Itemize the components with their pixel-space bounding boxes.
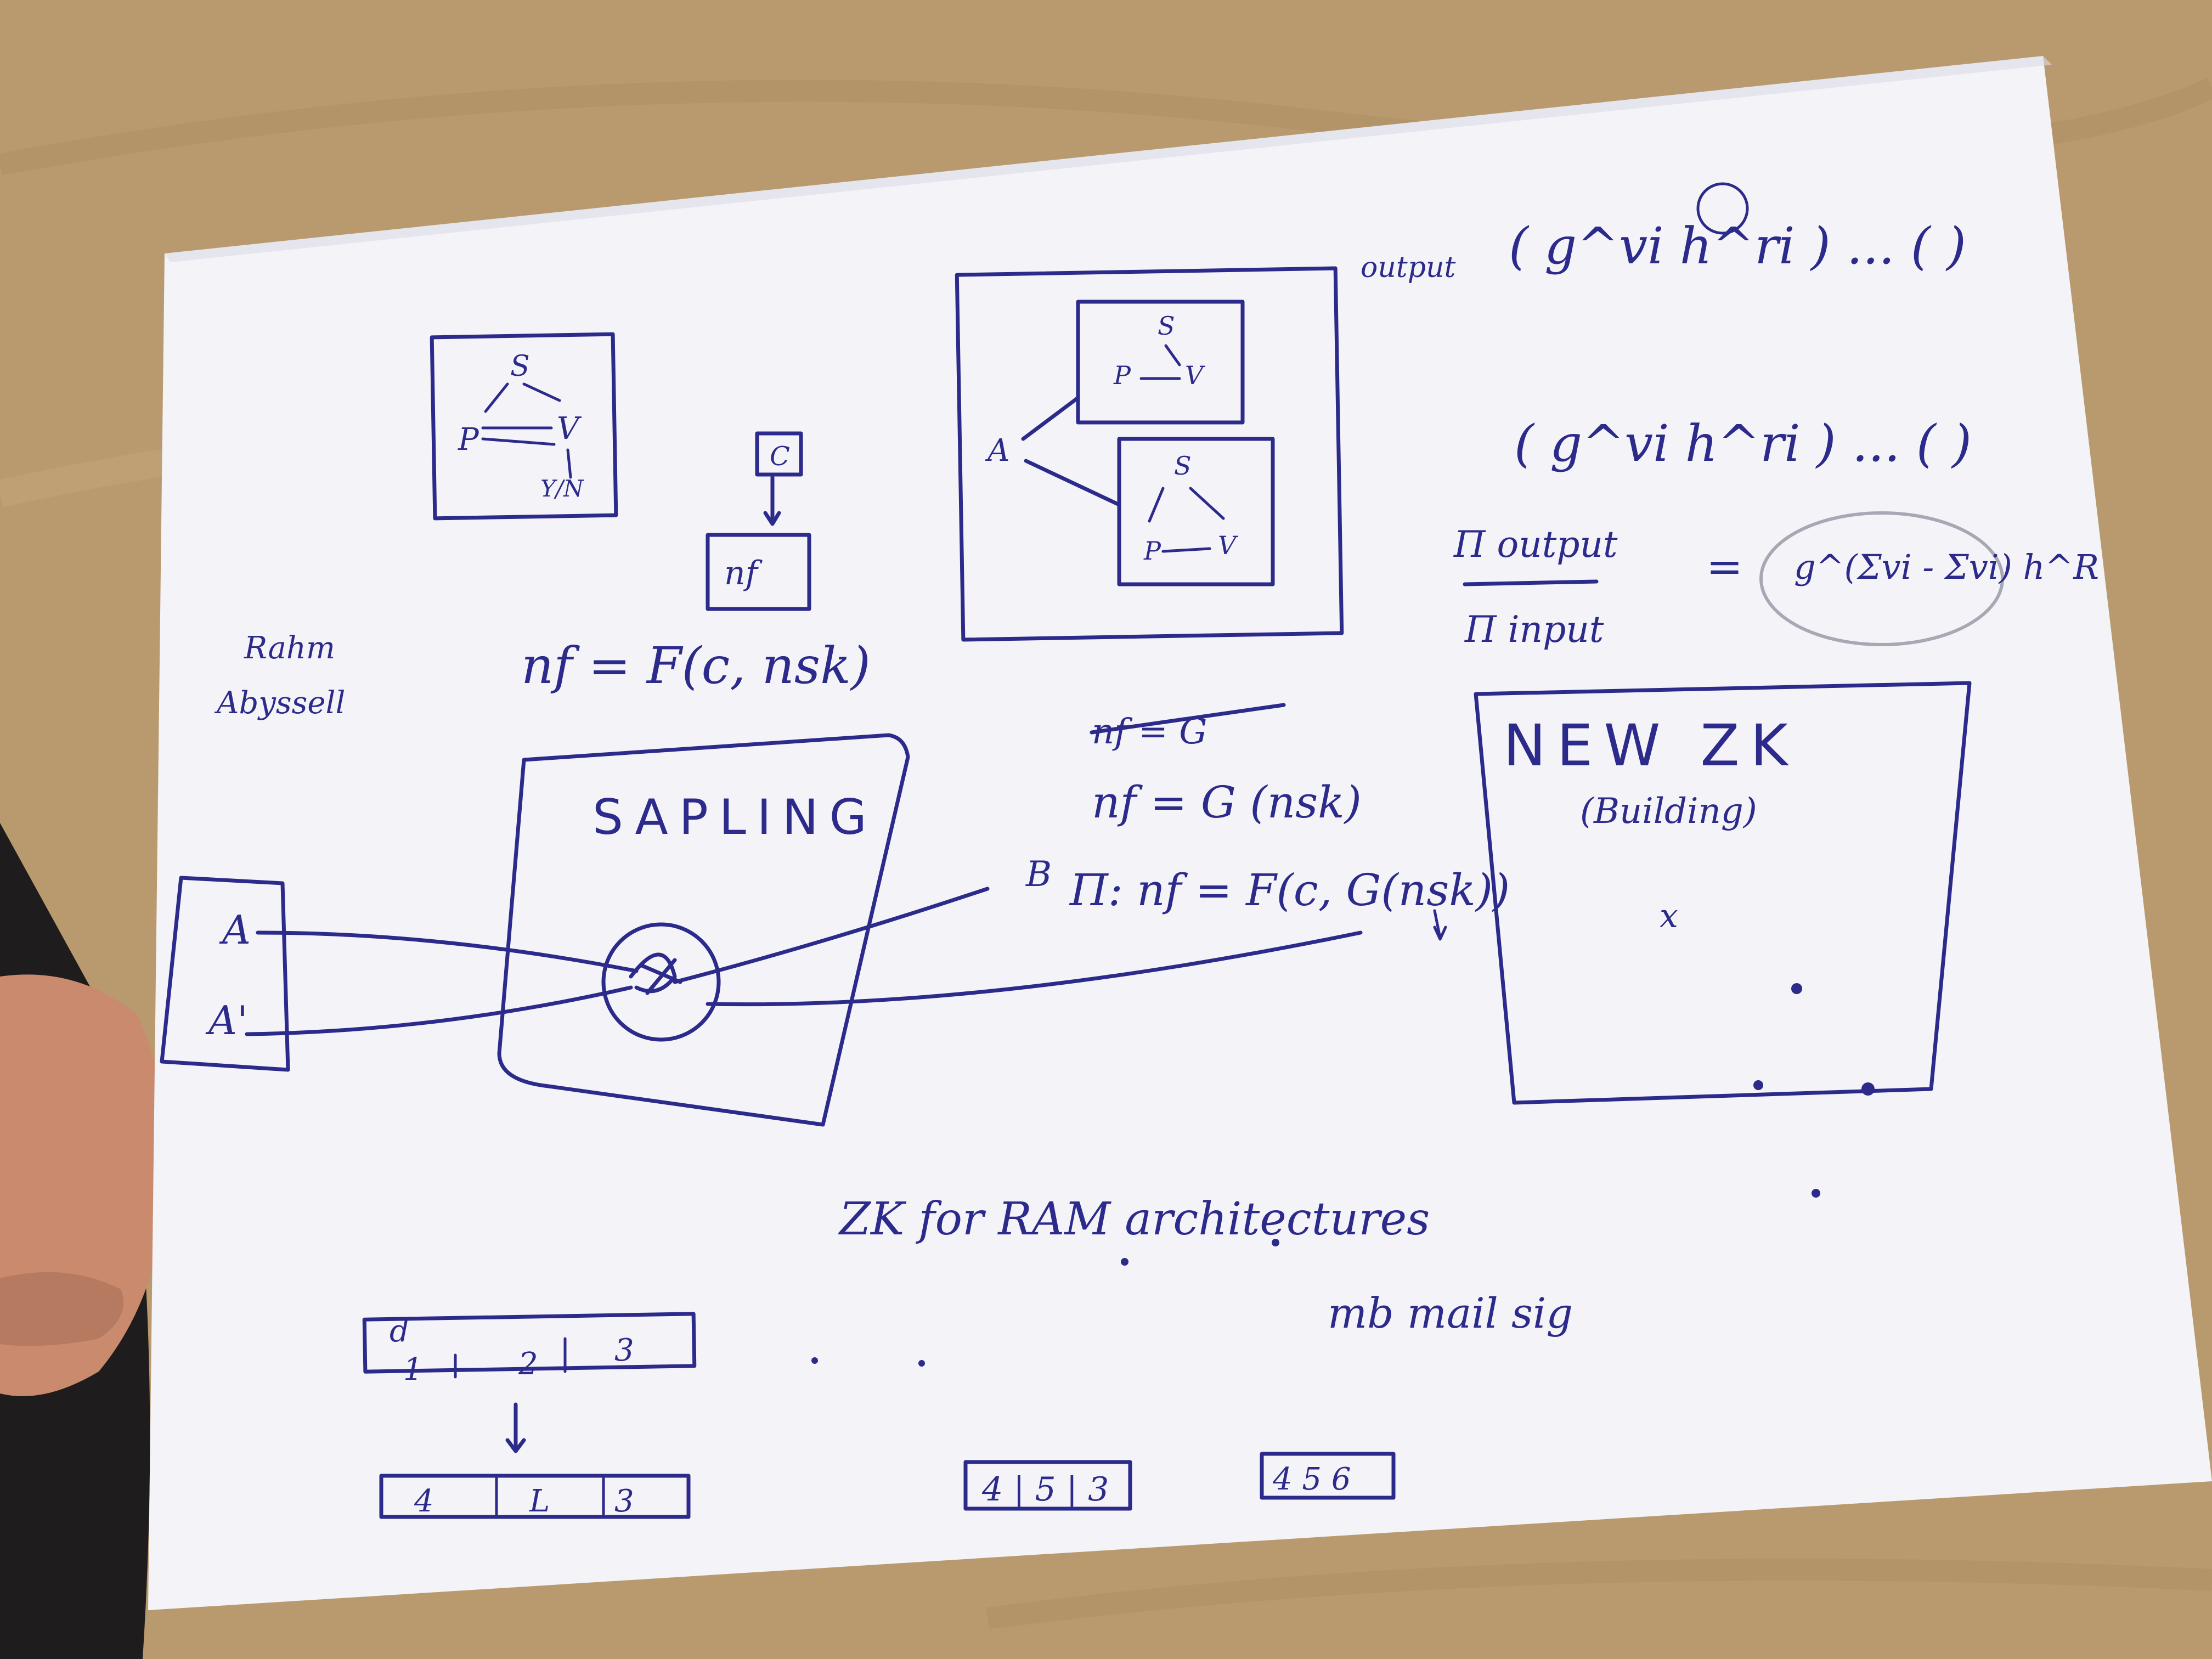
side-note-line-1: Rahm xyxy=(244,630,335,666)
formula-main: nf = F(c, nsk) xyxy=(521,636,871,695)
spv-diagram: S P V Y/N xyxy=(430,332,618,521)
nested-a: A xyxy=(985,433,1009,469)
small-box-group: 4 | 5 | 3 4 5 6 xyxy=(963,1452,1396,1511)
array-bottom-cell-2: L xyxy=(529,1483,550,1519)
output-label: output xyxy=(1361,251,1455,284)
spv-v: V xyxy=(557,411,582,447)
nested-p1: P xyxy=(1113,360,1131,390)
left-a: A xyxy=(219,907,251,953)
array-bottom-cell-1: 4 xyxy=(414,1483,434,1519)
new-zk-diagram: NEW ZK (Building) x xyxy=(1474,681,1972,1105)
spv-p: P xyxy=(458,422,479,458)
table-grain xyxy=(986,1559,2212,1629)
side-note-line-2: Abyssell xyxy=(214,685,345,721)
expr-exponent: g^(Σvi - Σvi) h^R xyxy=(1794,547,2099,587)
left-a-prime: A' xyxy=(205,997,248,1043)
pencil-ellipse xyxy=(1759,511,2004,646)
array-top-cell-2: 2 xyxy=(518,1346,538,1382)
small-box-1: 4 | 5 | 3 xyxy=(981,1470,1109,1509)
small-box-2: 4 5 6 xyxy=(1272,1462,1351,1497)
ink-dot xyxy=(1121,1258,1128,1266)
c-label: C xyxy=(770,441,790,472)
formula-pi: Π: nf = F(c, G(nsk)) xyxy=(1069,865,1510,916)
spv-yn: Y/N xyxy=(540,475,584,502)
x-mark: x xyxy=(1660,897,1678,935)
array-top-cell-3: 3 xyxy=(614,1333,634,1368)
nested-proof-diagram: S P V S P V A xyxy=(955,266,1344,642)
circled-ri xyxy=(1696,182,1749,235)
nested-p2: P xyxy=(1143,536,1161,566)
ink-dot xyxy=(1272,1239,1279,1246)
mb-mail-note: mb mail sig xyxy=(1328,1289,1573,1338)
nested-s1: S xyxy=(1158,311,1175,341)
ink-dot xyxy=(1812,1189,1820,1198)
array-diagram: d 1 2 3 4 L 3 xyxy=(362,1312,697,1519)
ink-dot xyxy=(811,1357,818,1364)
zk-ram-note: ZK for RAM architectures xyxy=(838,1193,1430,1245)
building-label: (Building) xyxy=(1580,791,1757,832)
array-bottom-cell-3: 3 xyxy=(614,1483,634,1519)
paper-sheet xyxy=(148,56,2212,1610)
pi-output: Π output xyxy=(1453,523,1618,566)
strike-through xyxy=(1090,703,1286,735)
sapling-diagram: SAPLING B xyxy=(497,733,1363,1127)
ink-dot xyxy=(1753,1080,1763,1090)
label-b: B xyxy=(1025,854,1052,895)
ink-dot xyxy=(1791,983,1802,994)
sapling-label: SAPLING xyxy=(592,789,878,845)
expr-mid: ( g^vi h^ri ) ... ( ) xyxy=(1514,414,1972,473)
input-notes-diagram: A A' xyxy=(160,876,639,1072)
c-to-nf-diagram: C nf xyxy=(706,431,811,611)
formula-g: nf = G (nsk) xyxy=(1092,777,1362,828)
paper-shadow xyxy=(165,56,2052,262)
pi-input: Π input xyxy=(1464,608,1604,651)
nested-v1: V xyxy=(1185,360,1206,390)
spv-s: S xyxy=(510,350,530,383)
ink-dot xyxy=(1861,1082,1875,1096)
small-arrow xyxy=(1433,909,1447,941)
ink-dot xyxy=(918,1360,925,1367)
nf-box-label: nf xyxy=(724,554,763,592)
expr-top: ( g^vi h^ri ) ... ( ) xyxy=(1509,217,1966,275)
nested-v2: V xyxy=(1218,531,1239,560)
fraction-bar xyxy=(1463,579,1599,586)
new-zk-label: NEW ZK xyxy=(1503,712,1799,779)
equals-sign: = xyxy=(1706,541,1743,592)
array-top-cell-1: 1 xyxy=(403,1352,423,1387)
nested-s2: S xyxy=(1174,451,1192,481)
hand-finger xyxy=(0,1272,123,1346)
